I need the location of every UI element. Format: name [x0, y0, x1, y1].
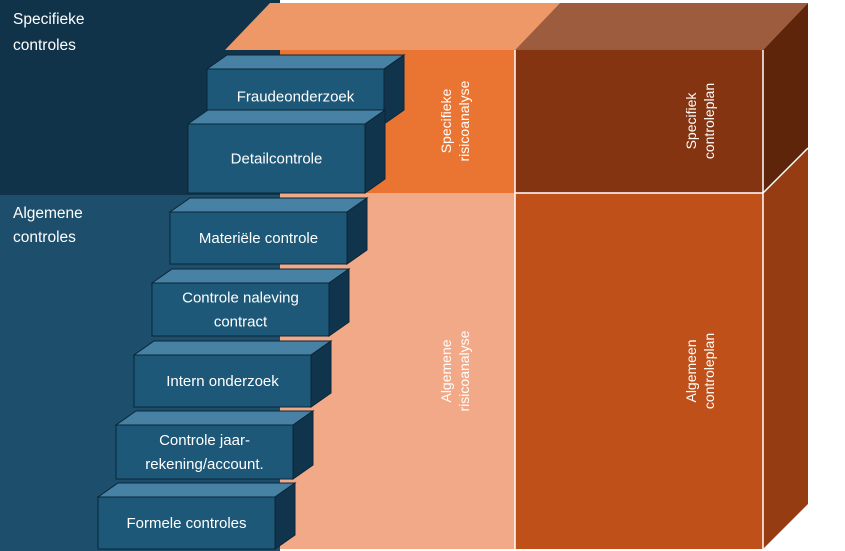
- step-front-face: [187, 123, 366, 194]
- plan-side-face-bottom: [763, 148, 808, 549]
- general-plan-label-line2: controleplan: [701, 333, 717, 409]
- general-analysis-label: Algemene: [438, 339, 454, 402]
- step-top-face: [96, 482, 297, 498]
- specific-controls-label: Specifieke: [13, 11, 85, 28]
- step-top-face: [150, 268, 351, 284]
- step-top-face: [132, 340, 333, 356]
- specific-analysis-label-line2: risicoanalyse: [456, 80, 472, 161]
- general-controls-label-line2: controles: [13, 229, 76, 246]
- general-plan-block: [515, 193, 763, 549]
- plan-side-face-top: [763, 3, 808, 193]
- specific-plan-label: Specifiek: [683, 92, 699, 150]
- step-front-face: [133, 354, 312, 408]
- plan-top-face: [515, 3, 808, 50]
- step-label: Detailcontrole: [231, 151, 323, 168]
- step-top-face: [186, 109, 387, 125]
- step-label: Intern onderzoek: [166, 373, 279, 390]
- plan-side-divider: [762, 147, 809, 194]
- step-top-face: [168, 197, 369, 213]
- step-label: contract: [214, 314, 268, 331]
- step-label: Fraudeonderzoek: [237, 89, 355, 106]
- analysis-top-face: [225, 3, 560, 50]
- step-label: Materiële controle: [199, 230, 318, 247]
- step: Controle jaar-rekening/account.: [114, 410, 315, 480]
- step-label: rekening/account.: [145, 456, 263, 473]
- step: Controle naleving contract: [150, 268, 351, 337]
- step-front-face: [169, 211, 348, 265]
- step-side-face: [364, 109, 386, 194]
- step: Detailcontrole: [186, 109, 387, 194]
- general-controls-label: Algemene: [13, 205, 83, 222]
- specific-plan-label-line2: controleplan: [701, 83, 717, 159]
- step-label: Controle jaar-: [159, 432, 250, 449]
- step-label: Formele controles: [126, 515, 246, 532]
- step-front-face: [97, 496, 276, 550]
- general-analysis-label-line2: risicoanalyse: [456, 330, 472, 411]
- general-plan-label: Algemeen: [683, 339, 699, 402]
- step: Materiële controle: [168, 197, 369, 265]
- specific-analysis-label: Specifieke: [438, 88, 454, 153]
- specific-plan-block: [515, 50, 763, 193]
- step-top-face: [114, 410, 315, 426]
- specific-controls-label-line2: controles: [13, 37, 76, 54]
- step-front-face: [151, 282, 330, 337]
- step-front-face: [115, 424, 294, 480]
- step: Formele controles: [96, 482, 297, 550]
- step-top-face: [205, 54, 406, 70]
- step: Intern onderzoek: [132, 340, 333, 408]
- step-label: Controle naleving: [182, 290, 299, 307]
